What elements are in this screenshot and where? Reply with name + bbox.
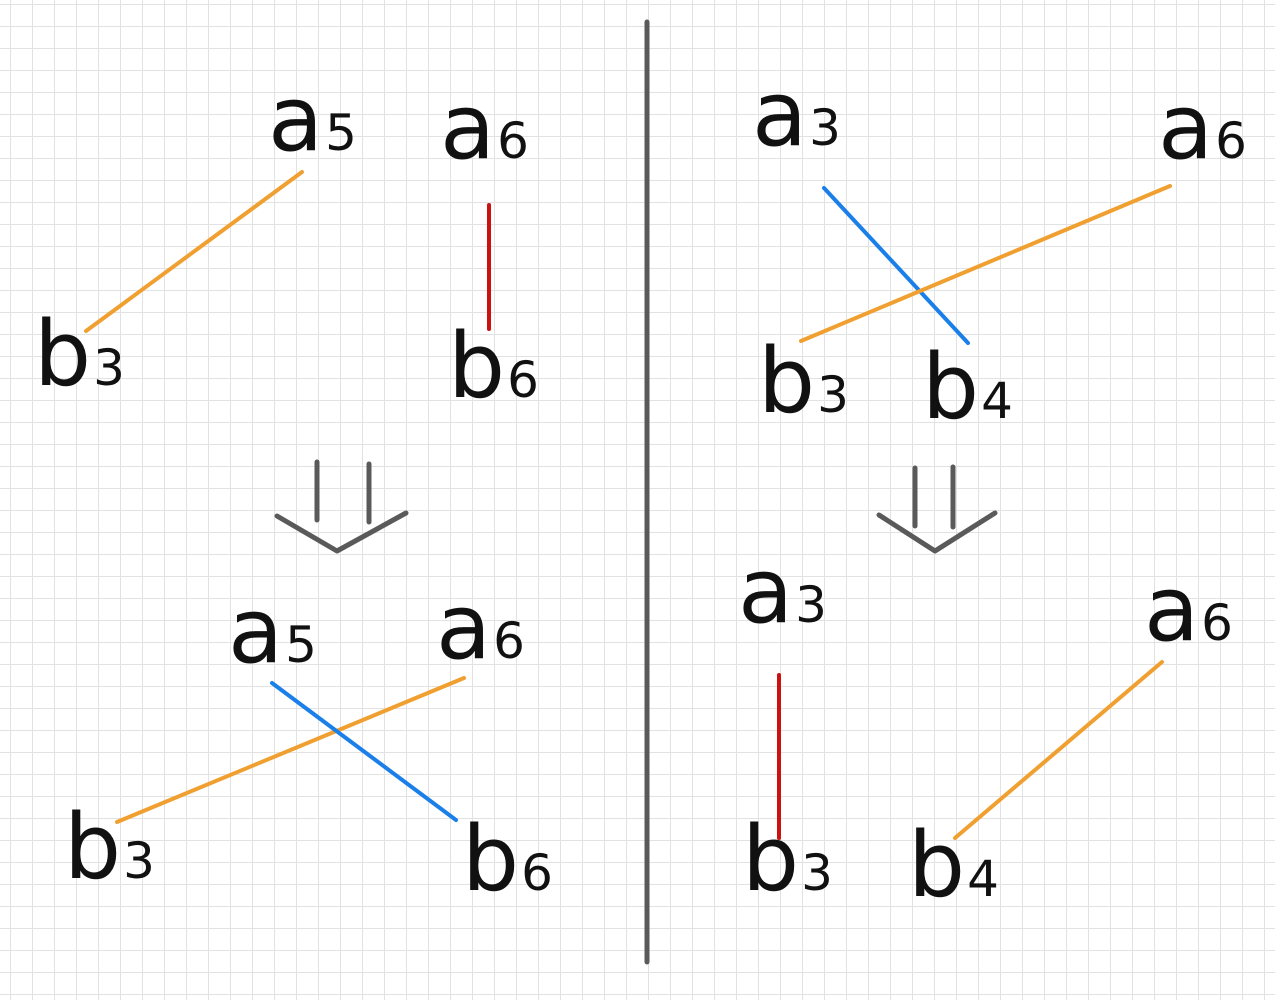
node-subscript: 6 (521, 844, 553, 902)
node-a5-bl: a5 (228, 579, 317, 684)
node-label: b (462, 807, 519, 912)
node-subscript: 6 (1215, 112, 1247, 170)
node-label: b (64, 795, 121, 900)
node-subscript: 3 (817, 366, 849, 424)
node-label: b (448, 314, 505, 419)
node-label: b (758, 329, 815, 434)
node-label: a (1158, 75, 1213, 180)
node-label: b (34, 302, 91, 407)
edge-a6-b3-tr (799, 184, 1172, 343)
node-subscript: 4 (967, 850, 999, 908)
node-b3-br: b3 (742, 807, 833, 912)
edge-a3-b4-tr (822, 186, 970, 345)
node-label: a (228, 579, 283, 684)
node-b3-bl: b3 (64, 795, 155, 900)
node-b3-tl: b3 (34, 302, 125, 407)
node-subscript: 3 (123, 832, 155, 890)
edge-a6-b3-bl (115, 676, 466, 824)
node-subscript: 6 (507, 351, 539, 409)
node-b4-tr: b4 (922, 335, 1013, 440)
node-label: a (1144, 557, 1199, 662)
node-subscript: 6 (493, 612, 525, 670)
node-a3-br: a3 (738, 539, 827, 644)
edge-a6-b4-br (953, 660, 1164, 840)
node-subscript: 6 (1201, 594, 1233, 652)
node-subscript: 4 (981, 372, 1013, 430)
node-a6-bl: a6 (436, 575, 525, 680)
node-label: b (922, 335, 979, 440)
node-b6-bl: b6 (462, 807, 553, 912)
node-label: a (440, 75, 495, 180)
node-subscript: 5 (325, 104, 357, 162)
node-b3-tr: b3 (758, 329, 849, 434)
implies-arrow-right (876, 464, 998, 554)
node-label: a (752, 62, 807, 167)
node-b4-br: b4 (908, 813, 999, 918)
node-a5-tl: a5 (268, 67, 357, 172)
node-subscript: 3 (93, 339, 125, 397)
node-label: a (436, 575, 491, 680)
edge-a5-b3-tl (84, 170, 304, 333)
edge-a5-b6-bl (270, 681, 458, 822)
node-subscript: 3 (801, 844, 833, 902)
node-subscript: 5 (285, 616, 317, 674)
node-label: a (738, 539, 793, 644)
node-a6-tl: a6 (440, 75, 529, 180)
node-label: b (908, 813, 965, 918)
node-label: a (268, 67, 323, 172)
node-a3-tr: a3 (752, 62, 841, 167)
node-a6-br: a6 (1144, 557, 1233, 662)
implies-arrow-left (274, 459, 409, 554)
node-label: b (742, 807, 799, 912)
node-a6-tr: a6 (1158, 75, 1247, 180)
node-b6-tl: b6 (448, 314, 539, 419)
node-subscript: 3 (795, 576, 827, 634)
node-subscript: 3 (809, 99, 841, 157)
node-subscript: 6 (497, 112, 529, 170)
